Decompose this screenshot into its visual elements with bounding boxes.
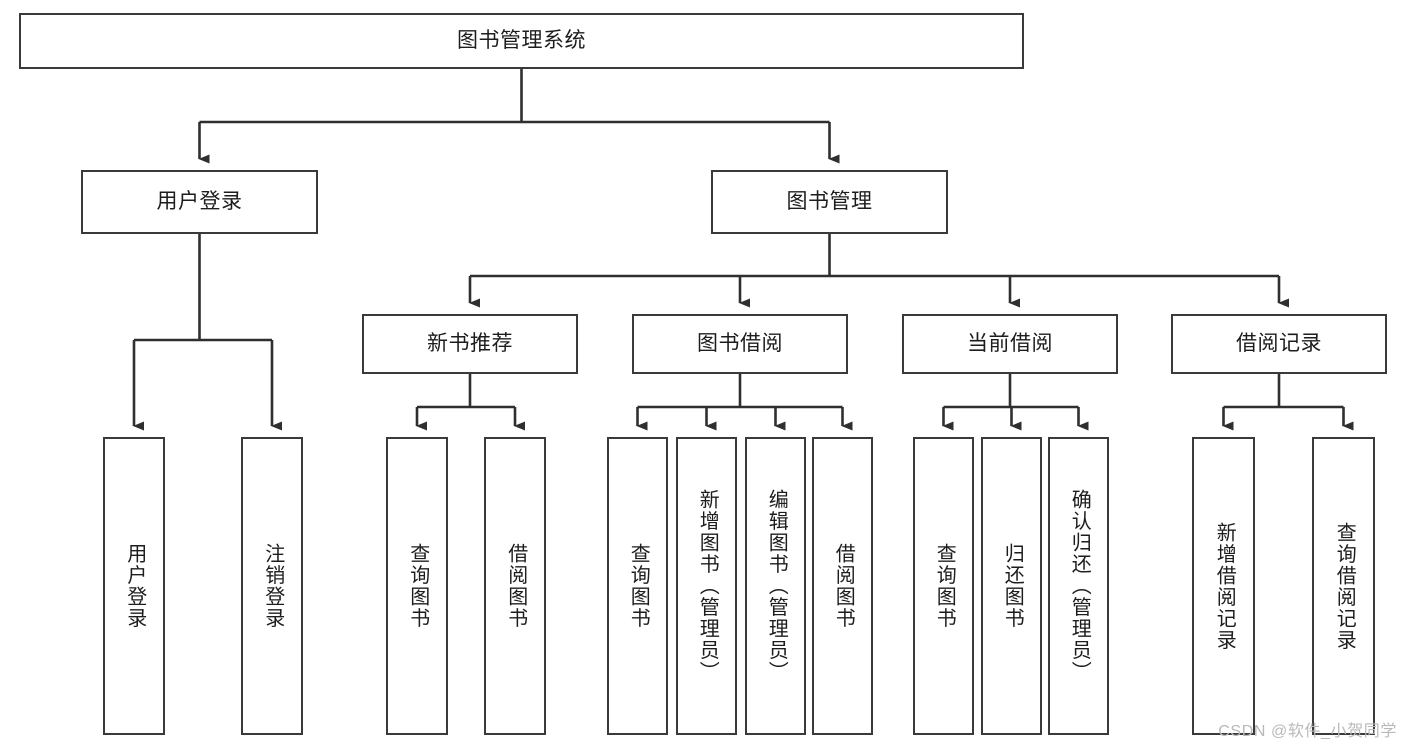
node-borrowing-records[interactable]: 借阅记录	[1171, 314, 1387, 374]
node-label: 新增借阅记录	[1213, 521, 1236, 651]
node-label: 用户登录	[156, 189, 243, 213]
watermark: CSDN @软件_小贺同学	[1218, 723, 1397, 740]
leaf-borrow-books-recommendation[interactable]: 借阅图书	[484, 437, 546, 735]
leaf-search-books-current[interactable]: 查询图书	[913, 437, 974, 735]
leaf-borrow-books[interactable]: 借阅图书	[812, 437, 873, 735]
node-label: 查询图书	[933, 543, 956, 629]
node-label: 当前借阅	[967, 331, 1053, 355]
leaf-add-book-admin[interactable]: 新增图书（管理员）	[676, 437, 737, 735]
node-label: 图书管理系统	[457, 28, 586, 52]
node-label: 查询借阅记录	[1333, 521, 1356, 651]
node-label: 图书管理	[786, 189, 873, 213]
node-label: 查询图书	[406, 543, 429, 629]
node-label: 借阅图书	[832, 543, 855, 629]
node-label: 查询图书	[627, 543, 650, 629]
leaf-search-books-borrowing[interactable]: 查询图书	[607, 437, 668, 735]
leaf-logout[interactable]: 注销登录	[241, 437, 303, 735]
leaf-search-borrowing-record[interactable]: 查询借阅记录	[1312, 437, 1375, 735]
node-label: 新书推荐	[427, 331, 513, 355]
node-current-borrowing[interactable]: 当前借阅	[902, 314, 1118, 374]
leaf-search-books-recommendation[interactable]: 查询图书	[386, 437, 448, 735]
node-label: 图书借阅	[697, 331, 783, 355]
node-label: 用户登录	[123, 543, 146, 629]
leaf-return-books[interactable]: 归还图书	[981, 437, 1042, 735]
node-user-login[interactable]: 用户登录	[81, 170, 318, 234]
node-label: 归还图书	[1001, 543, 1024, 629]
leaf-user-login[interactable]: 用户登录	[103, 437, 165, 735]
leaf-add-borrowing-record[interactable]: 新增借阅记录	[1192, 437, 1255, 735]
node-label: 注销登录	[261, 543, 284, 629]
node-book-borrowing[interactable]: 图书借阅	[632, 314, 848, 374]
node-label: 新增图书（管理员）	[696, 489, 719, 683]
leaf-confirm-return-admin[interactable]: 确认归还（管理员）	[1048, 437, 1109, 735]
node-root[interactable]: 图书管理系统	[19, 13, 1024, 69]
leaf-edit-book-admin[interactable]: 编辑图书（管理员）	[745, 437, 806, 735]
node-label: 借阅记录	[1236, 331, 1322, 355]
node-label: 借阅图书	[504, 543, 527, 629]
node-label: 确认归还（管理员）	[1068, 489, 1091, 683]
node-book-management[interactable]: 图书管理	[711, 170, 948, 234]
node-new-book-recommendation[interactable]: 新书推荐	[362, 314, 578, 374]
node-label: 编辑图书（管理员）	[765, 489, 788, 683]
